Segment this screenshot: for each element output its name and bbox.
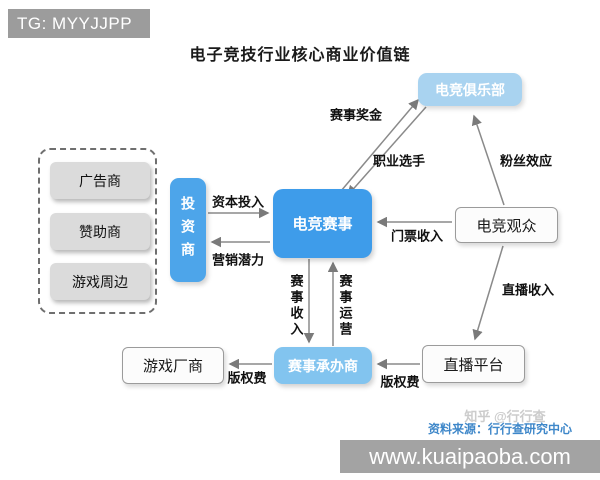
node-game-maker: 游戏厂商 [122, 347, 224, 384]
edge-copyright-b-label: 版权费 [380, 374, 420, 390]
watermark-tag-bar: TG: MYYJJPP [8, 9, 150, 38]
sponsor-group-frame [38, 148, 157, 314]
site-watermark-band: www.kuaipaoba.com [340, 440, 600, 473]
edge-event-income-label: 赛事收入 [288, 274, 304, 338]
edge-fans-label: 粉丝效应 [499, 153, 553, 169]
edge-tickets-label: 门票收入 [390, 228, 444, 244]
site-watermark-text: www.kuaipaoba.com [369, 443, 571, 469]
node-stream-platform: 直播平台 [422, 345, 525, 383]
node-investor-label: 投资商 [180, 195, 196, 265]
node-investor: 投资商 [170, 178, 206, 282]
edge-event-ops-label: 赛事运营 [337, 274, 353, 338]
node-organizer: 赛事承办商 [274, 347, 372, 384]
edge-prize-label: 赛事奖金 [329, 107, 383, 123]
node-advertiser: 广告商 [50, 162, 150, 199]
edge-players-label: 职业选手 [372, 153, 426, 169]
node-esports-event: 电竞赛事 [273, 189, 372, 258]
node-esports-club: 电竞俱乐部 [418, 73, 522, 106]
node-audience: 电竞观众 [455, 207, 558, 243]
node-game-merch: 游戏周边 [50, 263, 150, 300]
node-sponsor: 赞助商 [50, 213, 150, 250]
edge-stream-income-line [472, 245, 504, 341]
edge-copyright-a-label: 版权费 [227, 370, 267, 386]
edge-stream-income-label: 直播收入 [501, 282, 555, 298]
zhihu-watermark: 知乎 @行行查 [464, 409, 546, 424]
diagram-title: 电子竞技行业核心商业价值链 [189, 47, 411, 64]
data-source-credit: 资料来源：行行查研究中心 [427, 422, 572, 436]
watermark-tag-text: TG: MYYJJPP [17, 13, 133, 33]
edge-capital-label: 资本投入 [211, 194, 265, 210]
edge-marketing-label: 营销潜力 [211, 252, 265, 268]
